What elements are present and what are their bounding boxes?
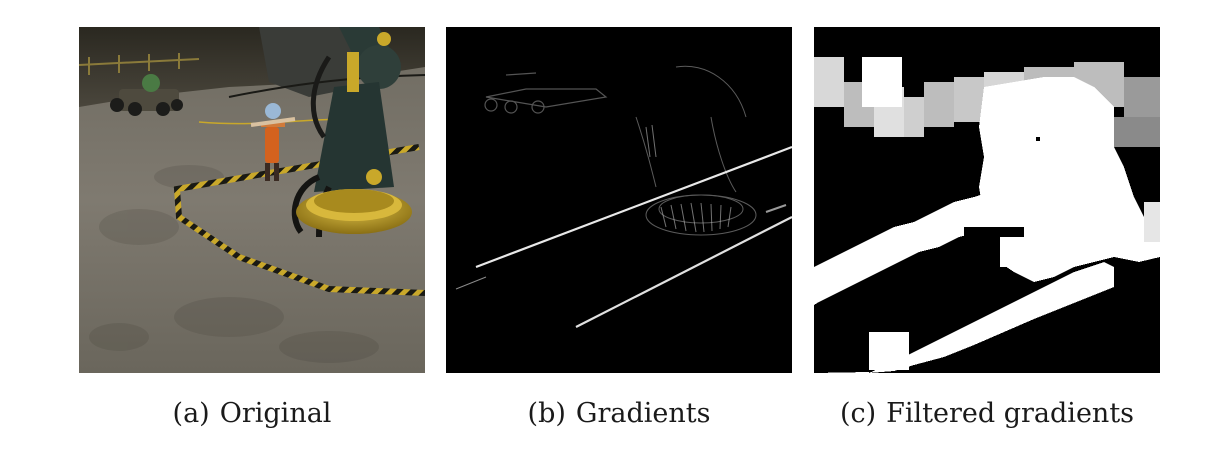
gradients-image <box>446 27 792 373</box>
subfigure-label: (b) <box>527 398 566 429</box>
caption-gradients: (b) Gradients <box>419 398 819 438</box>
filtered-gradients-image <box>814 27 1160 373</box>
subfigure-caption: Filtered gradients <box>886 398 1135 429</box>
subfigure-caption: Gradients <box>575 398 711 429</box>
subfigure-label: (c) <box>839 398 877 429</box>
subfigure-caption: Original <box>219 398 332 429</box>
caption-original: (a) Original <box>52 398 452 438</box>
subfigure-label: (a) <box>172 398 210 429</box>
original-image <box>79 27 425 373</box>
caption-filtered-gradients: (c) Filtered gradients <box>787 398 1187 438</box>
